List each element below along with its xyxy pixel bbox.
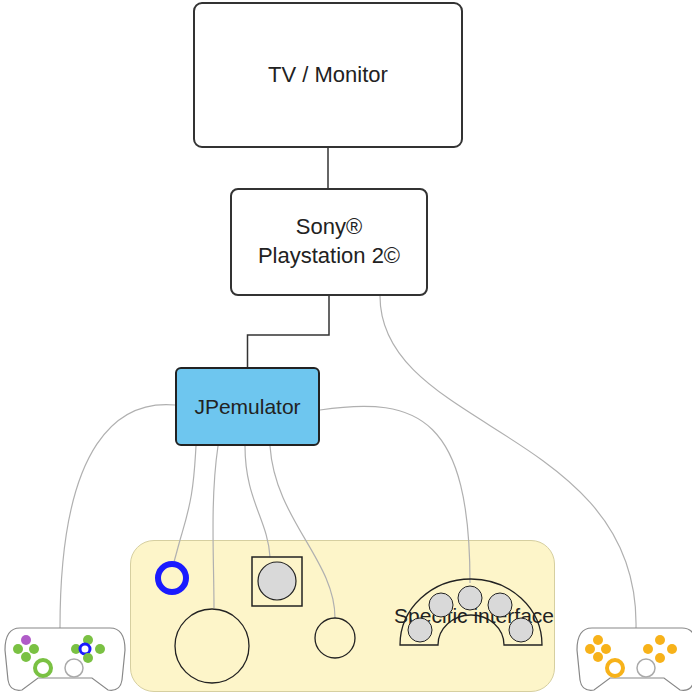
- wire: [60, 405, 175, 628]
- gamepad-button: [83, 635, 93, 645]
- gamepad-button: [71, 644, 81, 654]
- wire: [380, 296, 636, 628]
- gamepad-button: [585, 644, 595, 654]
- gamepad-button: [593, 635, 603, 645]
- gamepad-body: [5, 628, 125, 690]
- arc-button: [488, 593, 512, 617]
- gamepad-button: [601, 644, 611, 654]
- gamepad-button: [667, 644, 677, 654]
- blue-ring-button: [158, 564, 186, 592]
- wire-group: [60, 296, 636, 628]
- wire: [174, 540, 180, 562]
- gamepad-button: [95, 644, 105, 654]
- node-label: Specific interface: [394, 602, 554, 629]
- interface-controls: [158, 557, 542, 683]
- arc-button: [408, 618, 432, 642]
- interface-panel: Specific interface: [130, 540, 555, 692]
- large-button: [175, 609, 249, 683]
- gamepad-button: [593, 652, 603, 662]
- node-label: JPemulator: [194, 393, 300, 420]
- gamepad-button: [29, 644, 39, 654]
- gamepad-button: [83, 653, 93, 663]
- gamepad-button: [643, 644, 653, 654]
- gamepad-stick: [607, 660, 623, 676]
- node-label: Sony® Playstation 2©: [247, 213, 412, 270]
- gamepad-button: [21, 635, 31, 645]
- emulator-box: JPemulator: [175, 367, 320, 446]
- connector-line: [327, 148, 329, 188]
- gamepad-button: [13, 644, 23, 654]
- connector-layer: [180, 148, 329, 540]
- connector-line: [180, 446, 196, 540]
- gamepad-body: [577, 628, 692, 690]
- square-frame: [252, 557, 302, 606]
- wire: [213, 446, 218, 608]
- gamepad-button: [21, 652, 31, 662]
- arc-button: [509, 618, 533, 642]
- grey-button: [258, 562, 296, 600]
- gamepad-button: [655, 635, 665, 645]
- gamepad-right: [577, 628, 692, 690]
- arc-button: [429, 593, 453, 617]
- console-box: Sony® Playstation 2©: [230, 188, 428, 296]
- node-label: TV / Monitor: [268, 61, 388, 90]
- display-box: TV / Monitor: [193, 2, 463, 148]
- small-button: [315, 618, 355, 658]
- gamepad-stick: [35, 660, 51, 676]
- arc-panel: [400, 579, 542, 645]
- wire: [245, 446, 270, 557]
- gamepad-stick: [637, 659, 655, 677]
- gamepad-button: [80, 644, 90, 654]
- arc-button: [458, 586, 482, 610]
- wire: [270, 446, 335, 618]
- wire: [320, 406, 470, 583]
- connector-line: [248, 296, 330, 367]
- gamepad-left: [5, 628, 125, 690]
- gamepad-button: [655, 653, 665, 663]
- gamepad-stick: [65, 659, 83, 677]
